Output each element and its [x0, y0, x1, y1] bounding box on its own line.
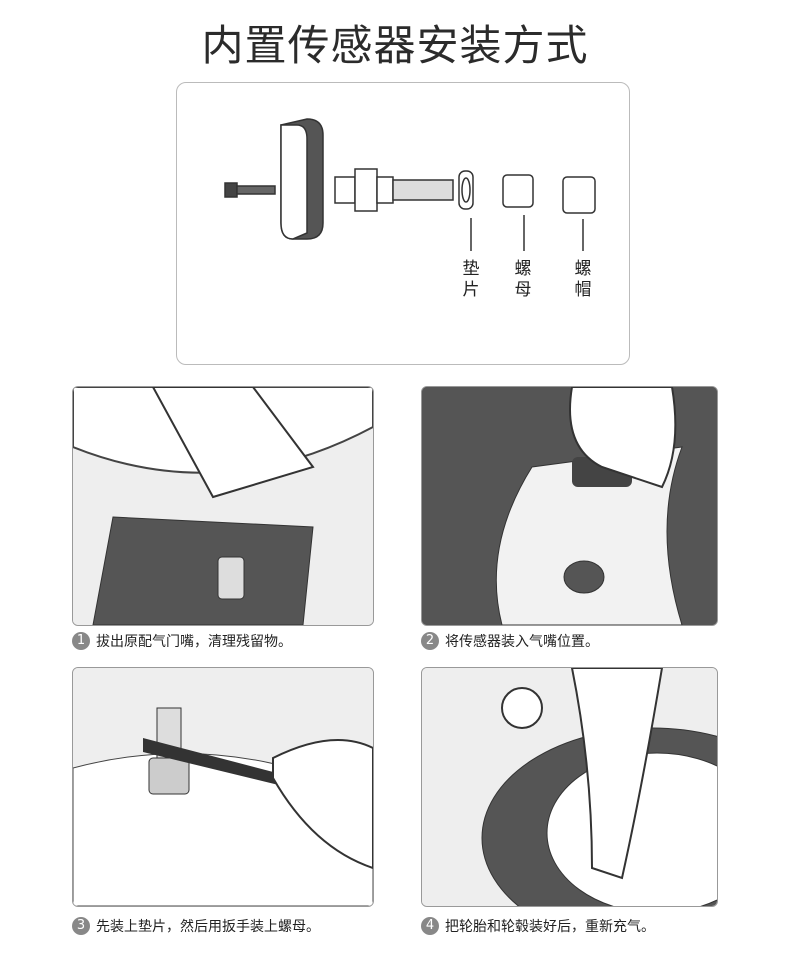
- label-cap: 螺帽: [574, 259, 592, 300]
- exploded-sensor-illustration: [224, 118, 596, 251]
- step3-illustration: [72, 667, 374, 907]
- step-number-badge: 4: [421, 917, 439, 935]
- parts-diagram: 垫片 螺母 螺帽: [176, 82, 630, 365]
- step1-illustration: [72, 386, 374, 626]
- label-nut: 螺母: [514, 259, 532, 300]
- step4-caption: 4 把轮胎和轮毂装好后，重新充气。: [421, 916, 655, 936]
- step-text: 将传感器装入气嘴位置。: [445, 634, 599, 650]
- page-title: 内置传感器安装方式: [201, 21, 589, 70]
- step4-illustration: [421, 667, 718, 907]
- step1-caption: 1 拔出原配气门嘴，清理残留物。: [72, 631, 292, 651]
- step-number-badge: 3: [72, 917, 90, 935]
- step3-caption: 3 先装上垫片，然后用扳手装上螺母。: [72, 916, 320, 936]
- step-text: 把轮胎和轮毂装好后，重新充气。: [445, 919, 655, 935]
- step-number-badge: 2: [421, 632, 439, 650]
- step-text: 先装上垫片，然后用扳手装上螺母。: [96, 919, 320, 935]
- label-washer: 垫片: [462, 259, 480, 300]
- step2-illustration: [421, 386, 718, 626]
- step-text: 拔出原配气门嘴，清理残留物。: [96, 634, 292, 650]
- step-number-badge: 1: [72, 632, 90, 650]
- step2-caption: 2 将传感器装入气嘴位置。: [421, 631, 599, 651]
